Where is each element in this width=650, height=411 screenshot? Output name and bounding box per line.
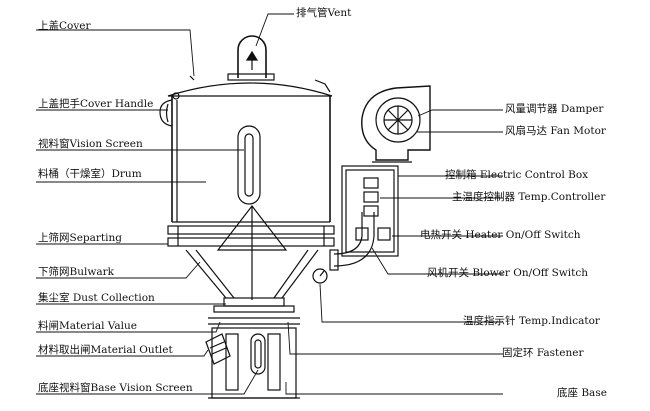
- label-cover-handle: 上盖把手Cover Handle: [38, 98, 154, 110]
- cover-handle: [159, 92, 180, 127]
- fan-motor-assembly: [361, 85, 431, 163]
- label-fastener: 固定环 Fastener: [502, 347, 584, 359]
- label-dust-collection: 集尘室 Dust Collection: [38, 292, 155, 304]
- label-material-value: 料闸Material Value: [38, 320, 137, 332]
- lower-cone: [185, 249, 319, 299]
- upper-sieve: [167, 225, 335, 247]
- vent-pipe: [237, 35, 267, 78]
- vision-screen-window: [237, 125, 261, 205]
- temp-indicator-gauge: [312, 268, 328, 284]
- dust-collection: [208, 297, 300, 325]
- label-cover: 上盖Cover: [38, 20, 91, 32]
- label-bulwark: 下筛网Bulwark: [38, 266, 114, 278]
- hopper-cover: [167, 73, 333, 97]
- inner-funnel: [216, 205, 288, 300]
- drum-body: [171, 96, 331, 223]
- label-fan-motor: 风扇马达 Fan Motor: [505, 125, 606, 137]
- leader-lines: [36, 13, 503, 395]
- electric-control-box: [341, 165, 399, 257]
- label-drum: 料桶（干燥室）Drum: [38, 168, 142, 180]
- label-separting: 上筛网Separting: [38, 232, 122, 244]
- label-material-outlet: 材料取出闸Material Outlet: [38, 344, 173, 356]
- label-blower-switch: 风机开关 Blower On/Off Switch: [427, 267, 589, 279]
- material-outlet: [205, 333, 231, 365]
- label-heater-switch: 电热开关 Heater On/Off Switch: [420, 229, 581, 241]
- label-base: 底座 Base: [557, 387, 607, 399]
- label-temp-controller: 主温度控制器 Temp.Controller: [452, 191, 606, 203]
- label-control-box: 控制箱 Electric Control Box: [445, 169, 589, 181]
- label-temp-indicator: 温度指示针 Temp.Indicator: [463, 315, 600, 327]
- base-stand: [208, 327, 300, 399]
- label-vent: 排气管Vent: [296, 7, 352, 19]
- label-base-vision-screen: 底座视料窗Base Vision Screen: [38, 382, 193, 394]
- label-damper: 风量调节器 Damper: [505, 103, 604, 115]
- air-duct: [329, 212, 375, 271]
- label-vision-screen: 视料窗Vision Screen: [38, 138, 143, 150]
